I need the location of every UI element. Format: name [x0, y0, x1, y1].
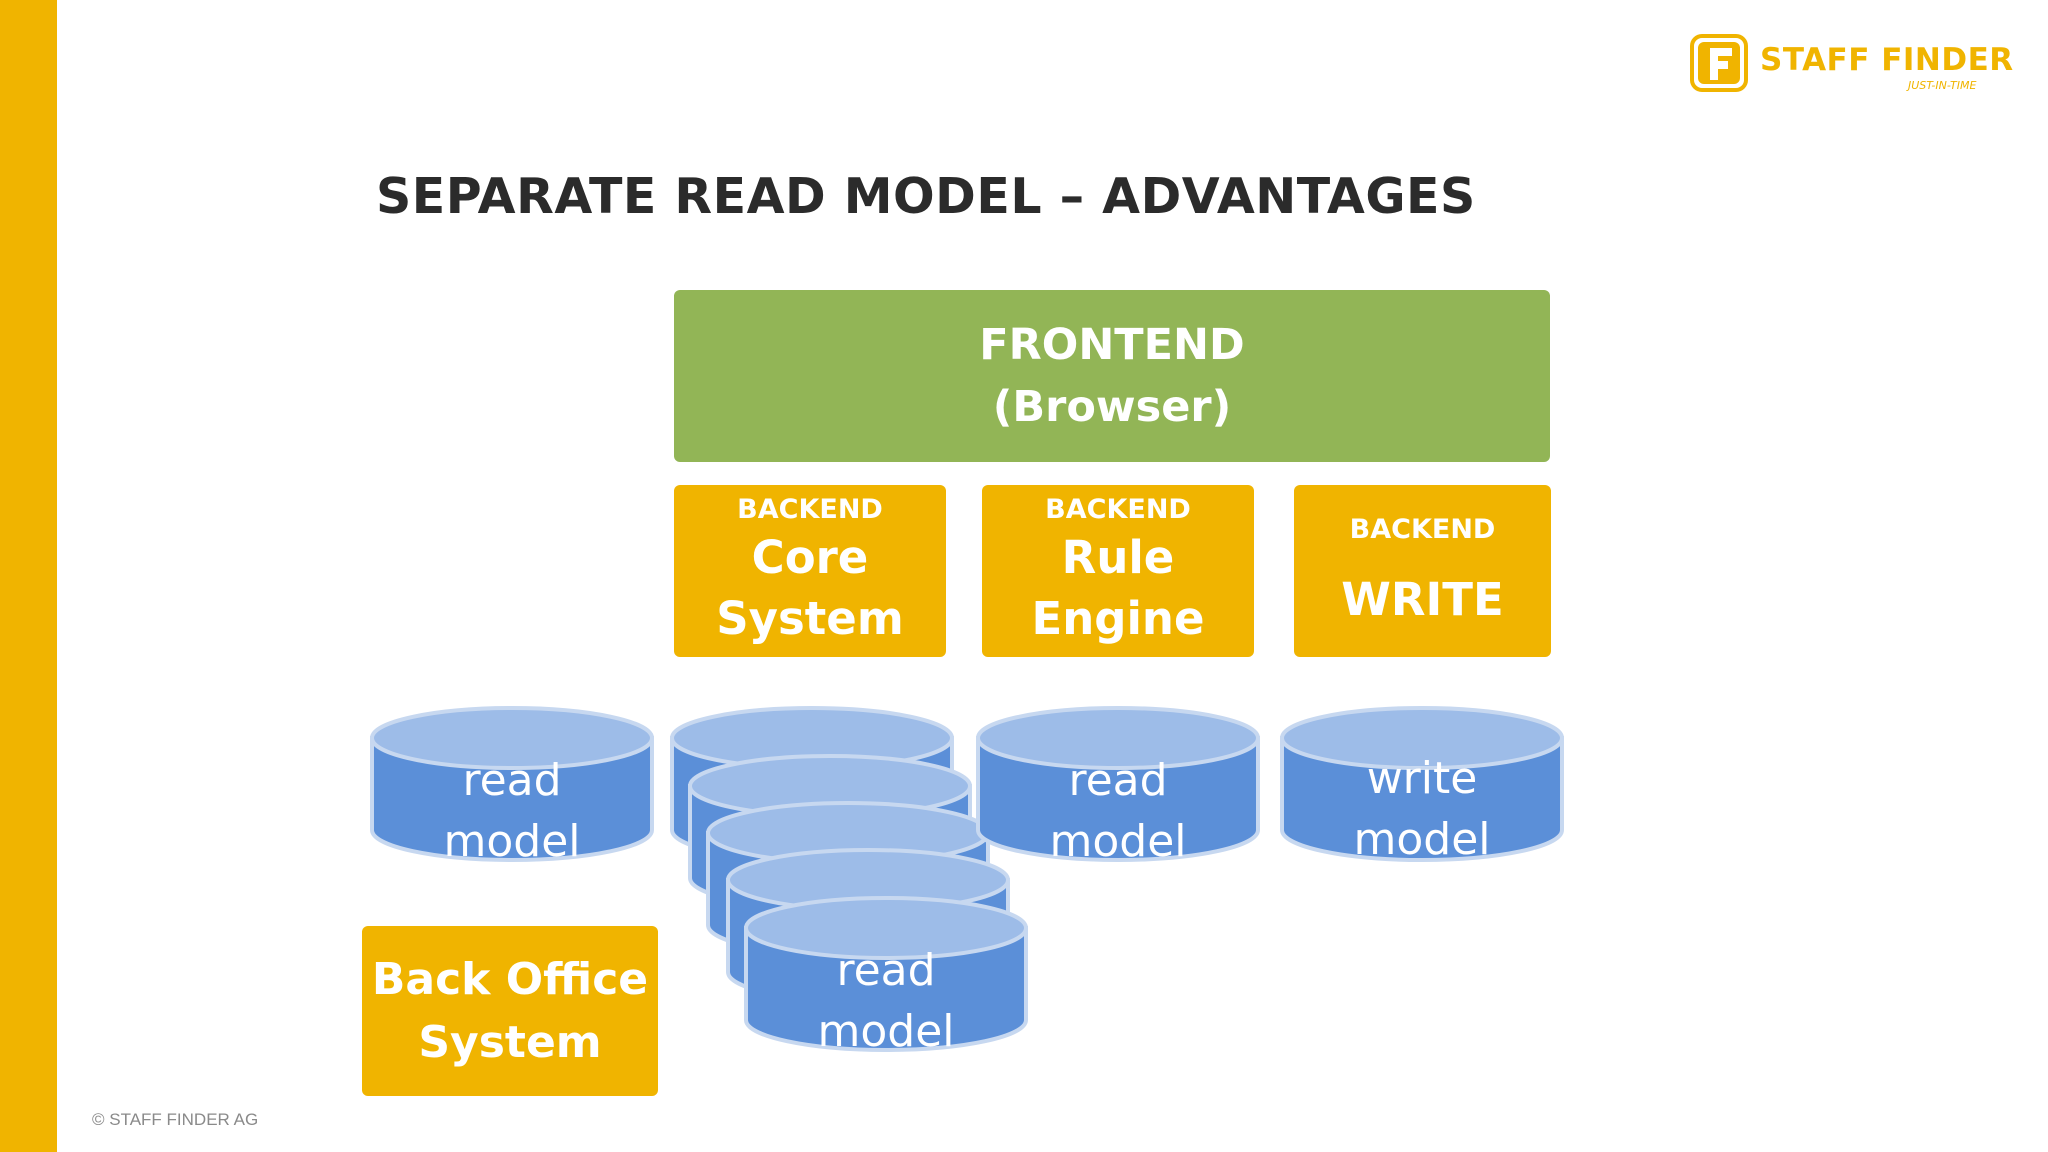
back-office-label: Back Office: [371, 954, 649, 1005]
db-label-line2: model: [443, 816, 580, 867]
logo-tagline: JUST-IN-TIME: [1908, 79, 1977, 92]
db-label-line1: read: [1068, 755, 1167, 806]
db-label-line1: read: [462, 755, 561, 806]
frontend-box: FRONTEND (Browser): [674, 290, 1550, 462]
backend-core-label: Core: [751, 531, 869, 584]
stack-cylinder-front: read model: [744, 896, 1028, 1057]
frontend-sublabel: (Browser): [992, 382, 1232, 432]
staff-finder-logo: STAFF FINDER JUST-IN-TIME: [1690, 34, 2013, 98]
frontend-label: FRONTEND: [979, 320, 1245, 370]
backend-write-label: WRITE: [1341, 572, 1504, 626]
backend-rule-engine-box: BACKEND Rule Engine: [982, 485, 1254, 657]
back-office-system-label: System: [418, 1017, 602, 1068]
slide-title: SEPARATE READ MODEL – ADVANTAGES: [376, 168, 1476, 225]
backend-core-system-box: BACKEND Core System: [674, 485, 946, 657]
db-label-line2: model: [1049, 816, 1186, 867]
backend-write-box: BACKEND WRITE: [1294, 485, 1551, 657]
backend-system-label: System: [716, 592, 904, 645]
db-label-line2: model: [1353, 814, 1490, 865]
backend-engine-label: Engine: [1031, 592, 1205, 645]
backend-kicker: BACKEND: [1349, 513, 1496, 545]
write-model-database: write model: [1280, 706, 1564, 865]
read-model-database-stack: read model: [670, 706, 1028, 1057]
logo-name: STAFF FINDER: [1760, 42, 2014, 78]
read-model-database-left: read model: [370, 706, 654, 867]
logo-mark-icon: [1690, 34, 1748, 92]
read-model-database-rule: read model: [976, 706, 1260, 867]
backend-kicker: BACKEND: [737, 494, 883, 525]
backend-rule-label: Rule: [1061, 531, 1175, 584]
db-label-line2: model: [817, 1006, 954, 1057]
backend-kicker: BACKEND: [1045, 494, 1191, 525]
db-label-line1: read: [836, 945, 935, 996]
accent-bar: [0, 0, 57, 1152]
copyright-notice: © STAFF FINDER AG: [92, 1110, 259, 1129]
db-label-line1: write: [1367, 753, 1478, 804]
back-office-system-box: Back Office System: [362, 926, 658, 1096]
